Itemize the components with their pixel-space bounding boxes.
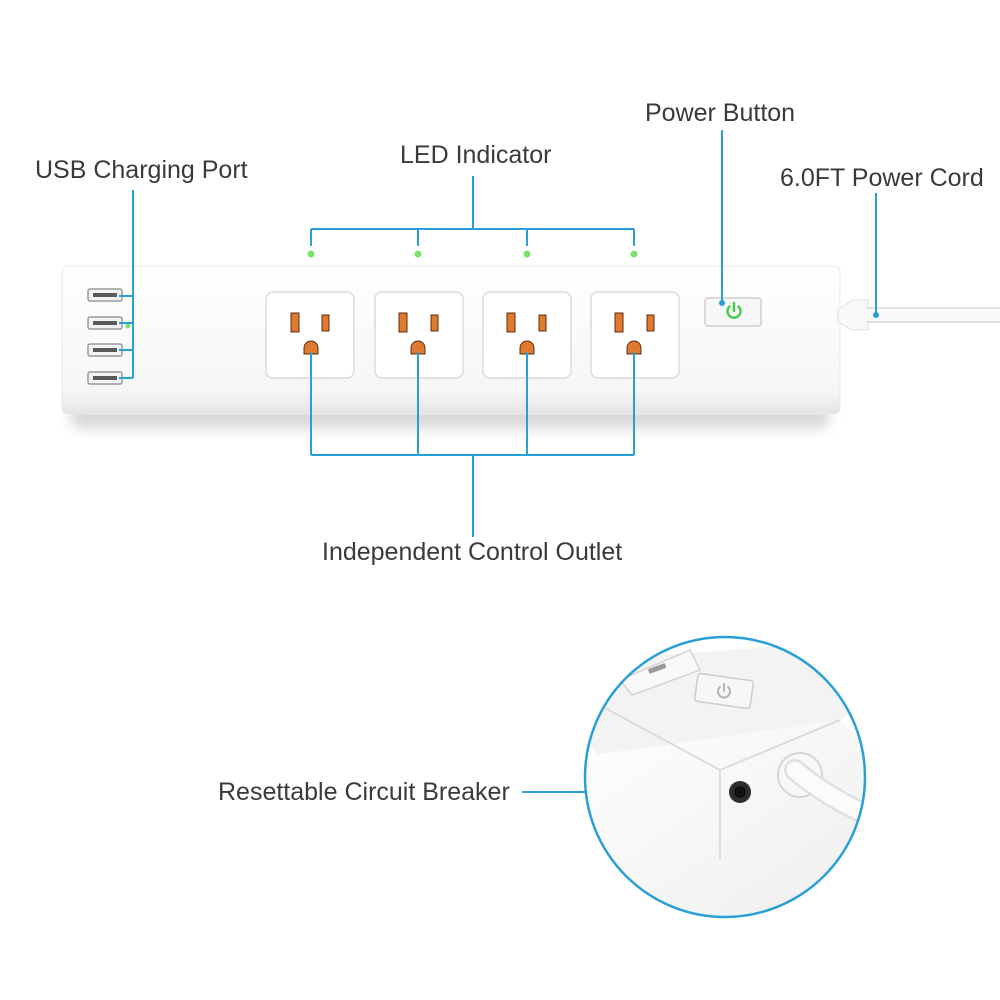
usb-port-icon <box>87 288 123 302</box>
circuit-breaker-icon <box>729 781 751 803</box>
power-cord-label: 6.0FT Power Cord <box>780 164 984 192</box>
power-button-label: Power Button <box>645 99 796 127</box>
power-button[interactable] <box>704 297 762 327</box>
outlet-icon <box>374 291 464 379</box>
led-icon <box>630 250 638 258</box>
inset-power-icon <box>693 672 755 710</box>
outlet-icon <box>265 291 355 379</box>
power-strip <box>61 250 841 415</box>
usb-port-label: USB Charging Port <box>35 156 248 184</box>
power-cord <box>837 299 1000 331</box>
led-icon <box>307 250 315 258</box>
led-icon <box>414 250 422 258</box>
led-indicator-label: LED Indicator <box>400 141 552 169</box>
circuit-breaker-label: Resettable Circuit Breaker <box>218 778 510 806</box>
callout-dot <box>873 312 879 318</box>
usb-port-icon <box>87 371 123 385</box>
usb-port-icon <box>87 316 123 330</box>
callout-dot <box>719 300 725 306</box>
led-icon <box>523 250 531 258</box>
usb-led-icon <box>125 323 131 329</box>
outlet-icon <box>482 291 572 379</box>
power-icon <box>726 301 742 319</box>
usb-port-icon <box>87 343 123 357</box>
outlet-label: Independent Control Outlet <box>322 538 623 566</box>
zoom-inset <box>583 635 867 919</box>
